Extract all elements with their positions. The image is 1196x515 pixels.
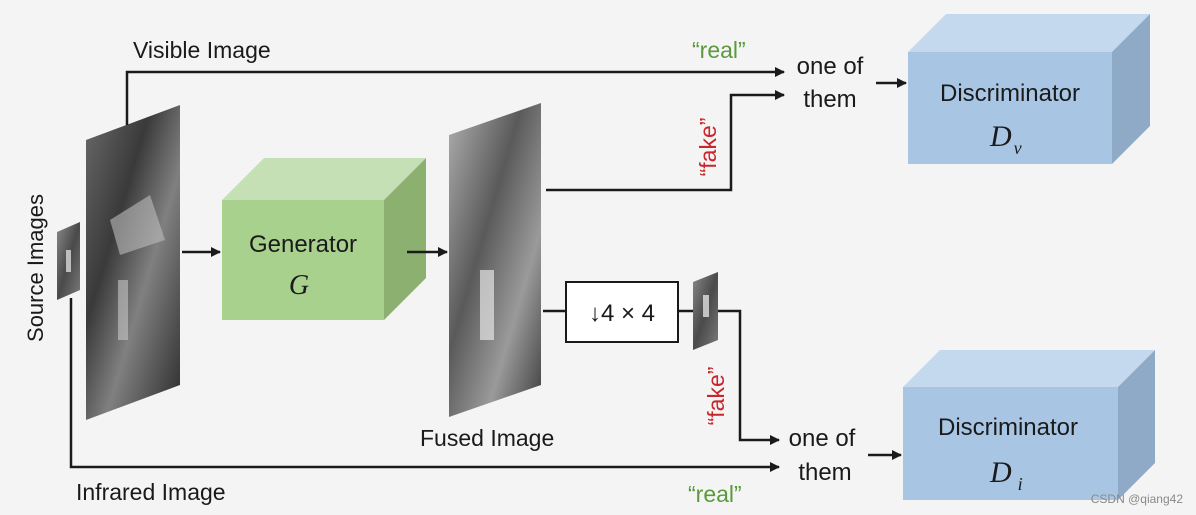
watermark: CSDN @qiang42	[1091, 492, 1184, 506]
visible-image-label: Visible Image	[133, 37, 271, 63]
generator-symbol: G	[289, 270, 309, 301]
fused-fake-top-arrow	[546, 90, 785, 192]
fused-image-label: Fused Image	[420, 425, 554, 451]
one-of-label-bottom: one of	[789, 425, 856, 452]
downsample-label: ↓4 × 4	[589, 300, 655, 327]
visible-real-arrow	[125, 67, 785, 125]
infrared-image-label: Infrared Image	[76, 479, 226, 505]
fused-image-thumbnail	[449, 103, 541, 417]
one-of-label-top: one of	[797, 53, 864, 80]
them-label-top: them	[803, 86, 856, 113]
fake-label-bottom: “fake”	[703, 367, 729, 426]
source-images-label: Source Images	[23, 194, 48, 342]
fused-fake-bottom-arrow	[718, 309, 780, 445]
infrared-real-arrow	[69, 298, 780, 472]
fake-label-top: “fake”	[695, 118, 721, 177]
real-label-bottom: “real”	[688, 481, 742, 507]
discriminator-v-label: Discriminator	[940, 80, 1080, 107]
downsampled-fused-thumbnail	[693, 272, 718, 350]
generator-label: Generator	[249, 231, 357, 258]
visible-image-thumbnail	[86, 105, 180, 420]
infrared-image-thumbnail	[57, 222, 80, 300]
them-label-bottom: them	[798, 459, 851, 486]
generator-box: Generator G	[222, 158, 426, 320]
downsample-box: ↓4 × 4	[565, 281, 679, 343]
discriminator-i-label: Discriminator	[938, 414, 1078, 441]
real-label-top: “real”	[692, 37, 746, 63]
